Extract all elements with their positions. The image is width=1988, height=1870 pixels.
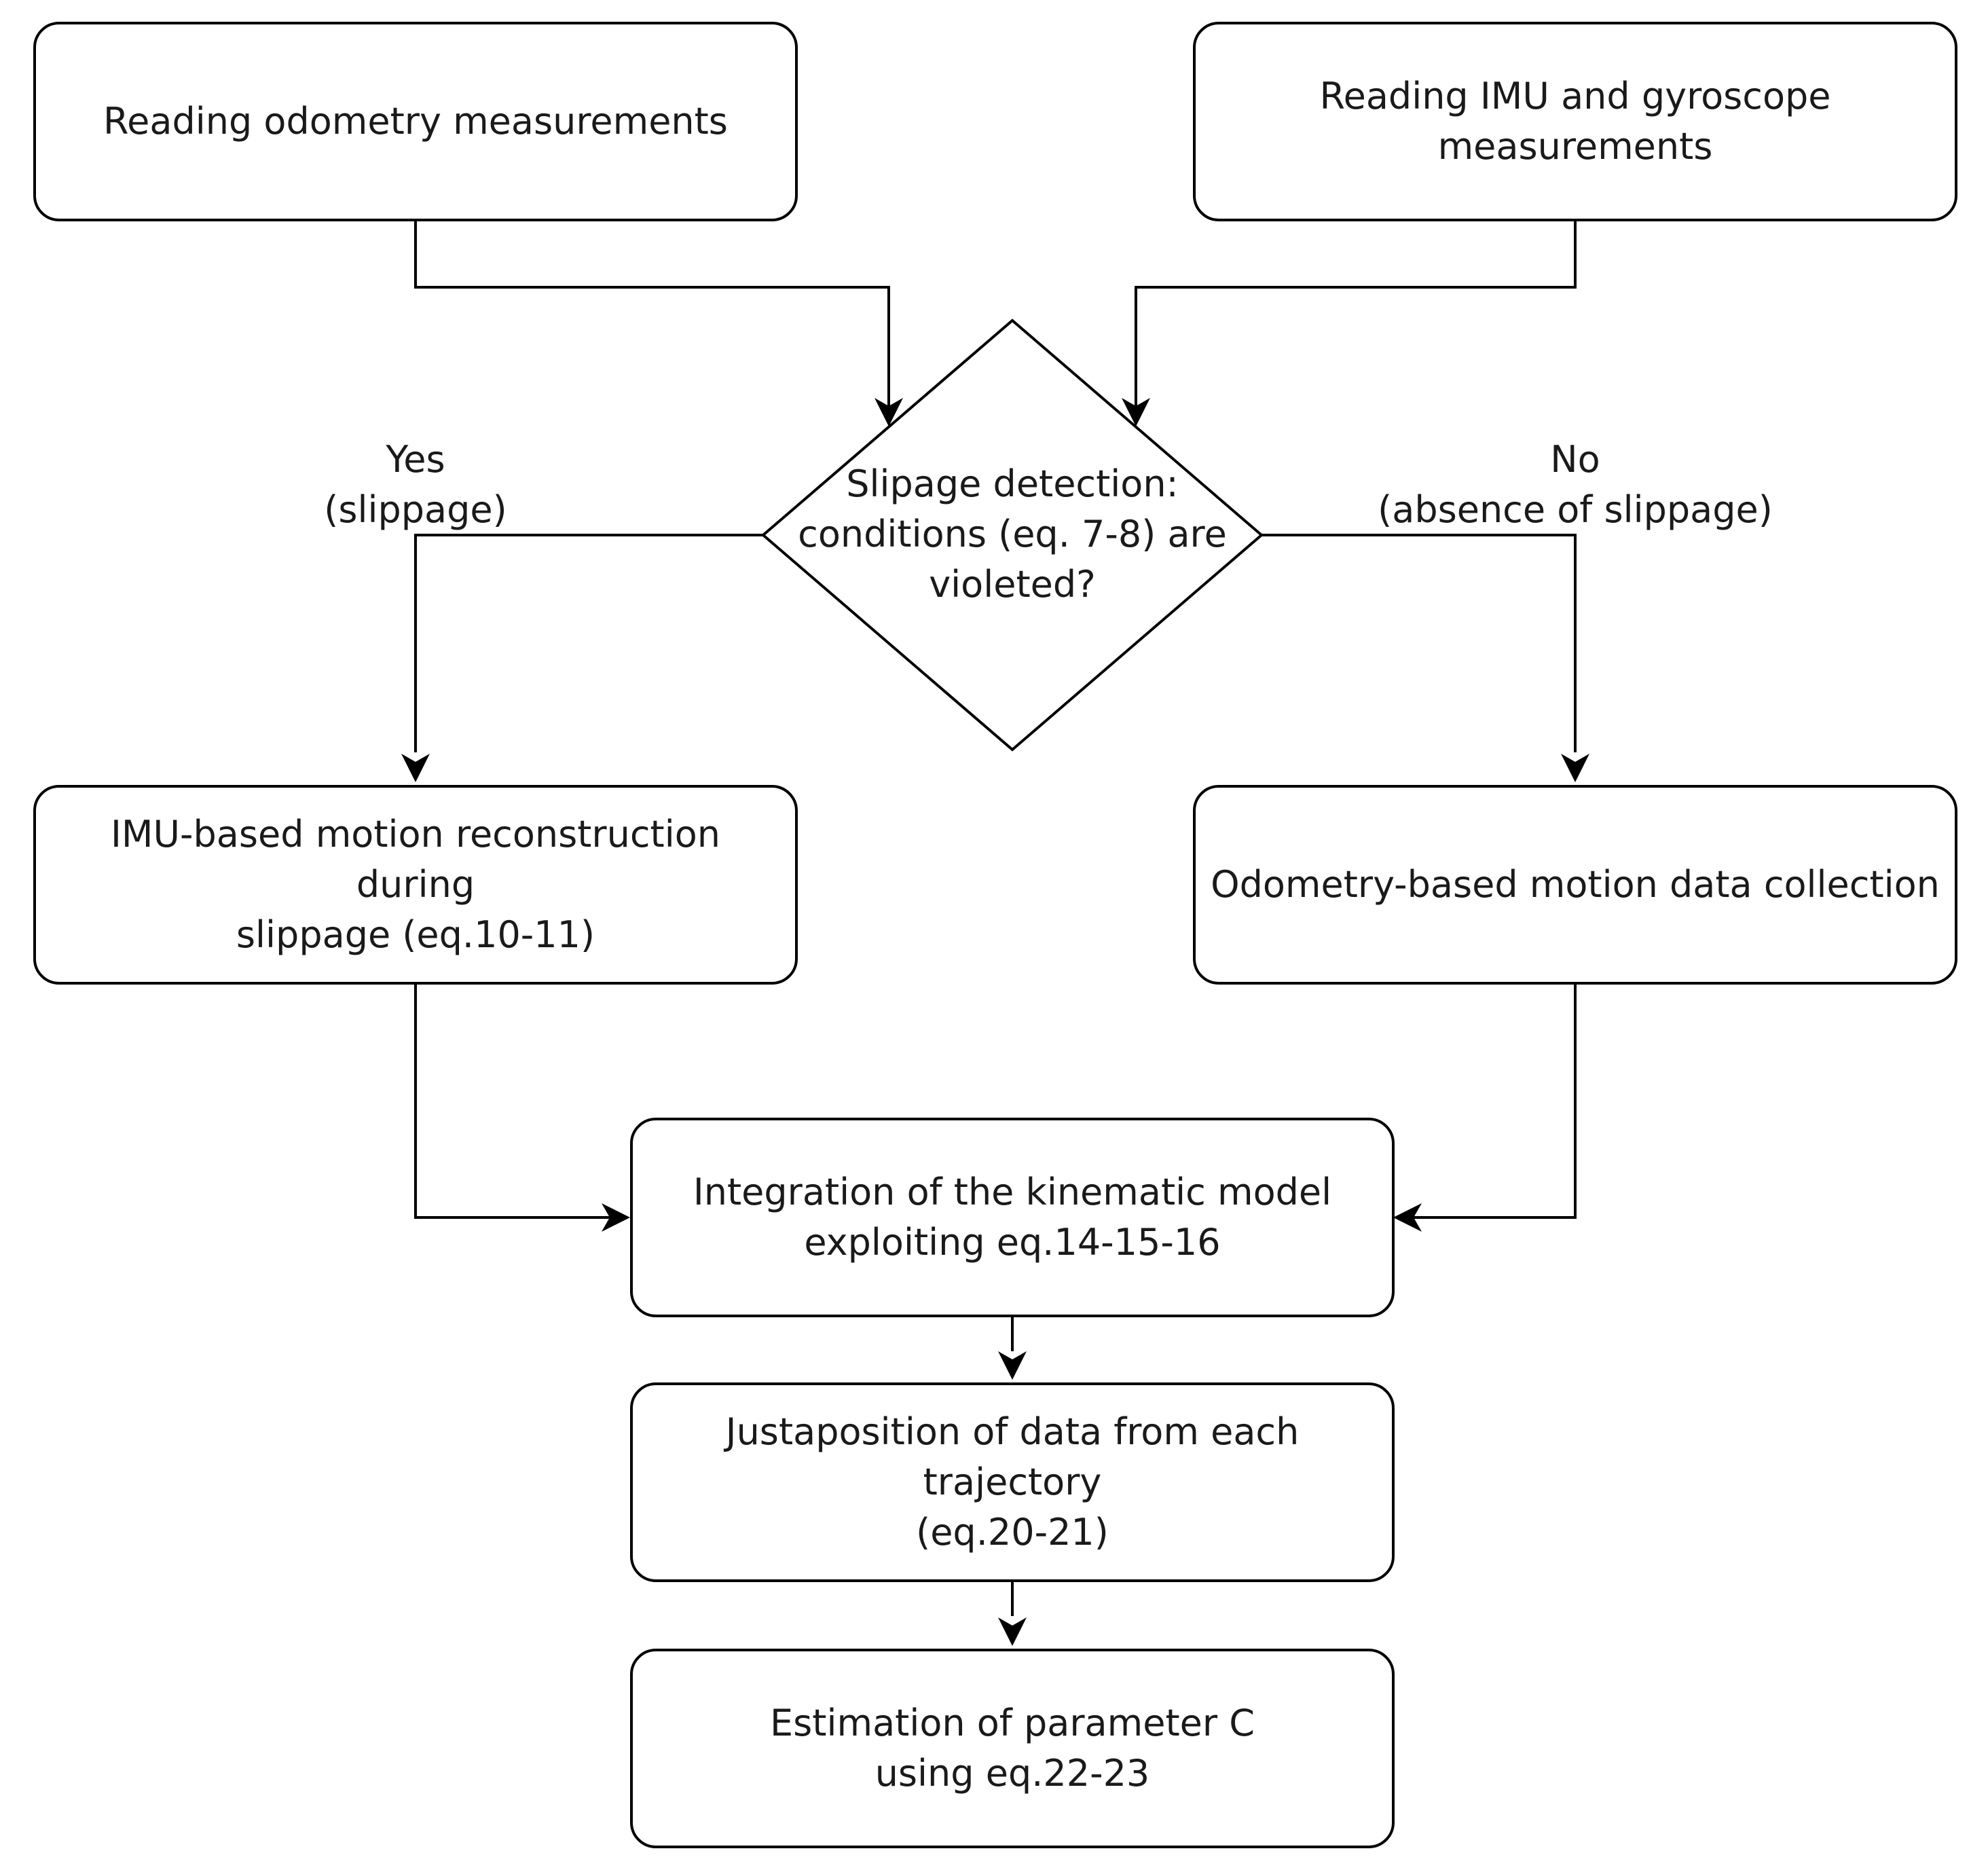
- arrowhead-into-integration-right: [1393, 1203, 1422, 1232]
- node-integration-kinematic-model: Integration of the kinematic model explo…: [630, 1118, 1395, 1317]
- arrowhead-into-estimation: [998, 1617, 1027, 1646]
- arrowhead-into-integration-left: [602, 1203, 630, 1232]
- decision-diamond: [760, 318, 1264, 752]
- edge-odometry-to-decision: [414, 221, 890, 407]
- edge-decision-yes: [414, 534, 763, 752]
- node-estimation-parameter-c: Estimation of parameter C using eq.22-23: [630, 1649, 1395, 1848]
- edge-label-no: No (absence of slippage): [1378, 438, 1773, 531]
- node-reading-odometry: Reading odometry measurements: [33, 22, 798, 221]
- arrowhead-yes: [401, 754, 430, 782]
- node-reading-imu: Reading IMU and gyroscope measurements: [1193, 22, 1957, 221]
- edge-label-yes: Yes (slippage): [324, 438, 507, 531]
- arrowhead-into-justaposition: [998, 1351, 1027, 1380]
- edge-decision-no: [1262, 534, 1577, 752]
- decision-label: Slipage detection: conditions (eq. 7-8) …: [798, 462, 1227, 606]
- arrowhead-no: [1561, 754, 1589, 782]
- arrowhead-odometry-decision: [875, 398, 903, 426]
- edge-imu-to-decision: [1135, 221, 1577, 407]
- node-odometry-motion-collection: Odometry-based motion data collection: [1193, 785, 1957, 985]
- node-imu-motion-reconstruction: IMU-based motion reconstruction during s…: [33, 785, 798, 985]
- edge-imu-motion-to-integration: [414, 985, 611, 1219]
- arrowhead-imu-decision: [1122, 398, 1150, 426]
- edge-odometry-motion-to-integration: [1412, 985, 1577, 1219]
- node-justaposition: Justaposition of data from each trajecto…: [630, 1382, 1395, 1582]
